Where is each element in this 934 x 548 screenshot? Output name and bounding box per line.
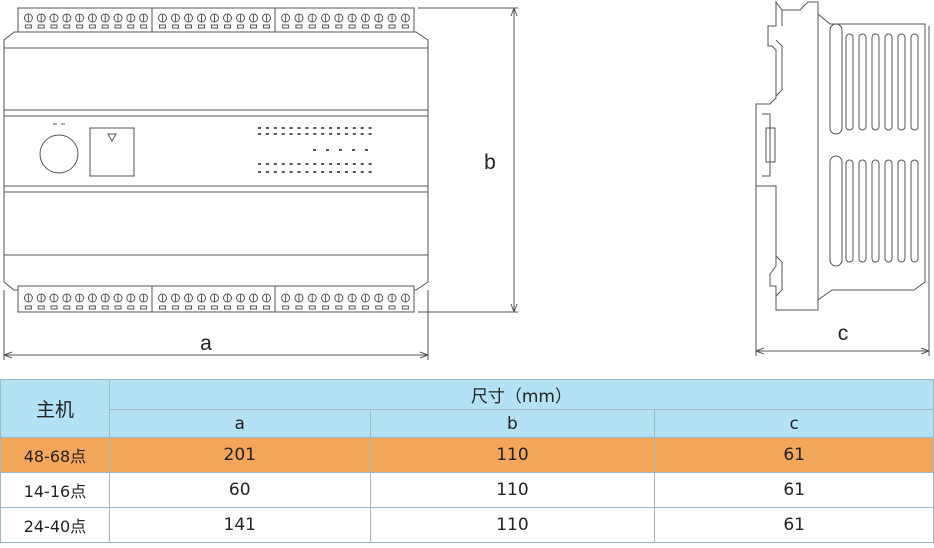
value-c-cell: 61 [654, 507, 934, 543]
model-cell: 24-40点 [0, 507, 110, 543]
dimension-b [418, 7, 518, 313]
dimension-c-label: c [838, 322, 849, 345]
model-cell: 48-68点 [0, 437, 110, 473]
vent-slot [845, 159, 854, 263]
value-c-cell: 61 [654, 437, 934, 473]
value-b-cell: 110 [369, 437, 656, 473]
led-indicators-bottom [258, 163, 372, 173]
vent-slot [884, 159, 893, 263]
table-row: 14-16点 60 110 61 [0, 472, 934, 508]
vent-slot [845, 33, 854, 131]
port-cover [89, 127, 135, 177]
dimension-drawing: a b c [3, 0, 930, 360]
column-header-b: b [369, 409, 656, 438]
led-indicators-mid [313, 149, 368, 151]
model-cell: 14-16点 [0, 472, 110, 508]
value-a-cell: 141 [108, 507, 371, 543]
vent-slot [858, 33, 867, 131]
vent-slot [897, 159, 906, 263]
table-row: 24-40点 141 110 61 [0, 507, 934, 543]
vent-slot [884, 33, 893, 131]
vent-slot [871, 159, 880, 263]
top-terminal-block [17, 7, 415, 33]
bottom-terminal-block [17, 285, 415, 313]
led-indicators-top [258, 127, 372, 135]
front-view [3, 7, 429, 313]
rotary-switch [39, 134, 79, 174]
vent-slot [871, 33, 880, 131]
dimension-b-label: b [484, 151, 496, 174]
value-b-cell: 110 [369, 507, 656, 543]
vent-slot [910, 159, 919, 263]
column-header-a: a [108, 409, 371, 438]
column-header-c: c [654, 409, 934, 438]
dimension-c [755, 26, 930, 356]
vent-slot [910, 33, 919, 131]
host-header: 主机 [0, 379, 110, 438]
value-b-cell: 110 [369, 472, 656, 508]
value-a-cell: 60 [108, 472, 371, 508]
value-c-cell: 61 [654, 472, 934, 508]
vent-slot [858, 159, 867, 263]
vent-slot [897, 33, 906, 131]
side-view [755, 0, 926, 311]
dimension-a-label: a [200, 332, 212, 355]
dimension-a [3, 290, 429, 360]
dimension-table: 主机 尺寸（mm） a b c 48-68点 201 110 61 14-16点… [0, 379, 934, 543]
size-header: 尺寸（mm） [108, 379, 934, 410]
value-a-cell: 201 [108, 437, 371, 473]
table-row: 48-68点 201 110 61 [0, 437, 934, 473]
